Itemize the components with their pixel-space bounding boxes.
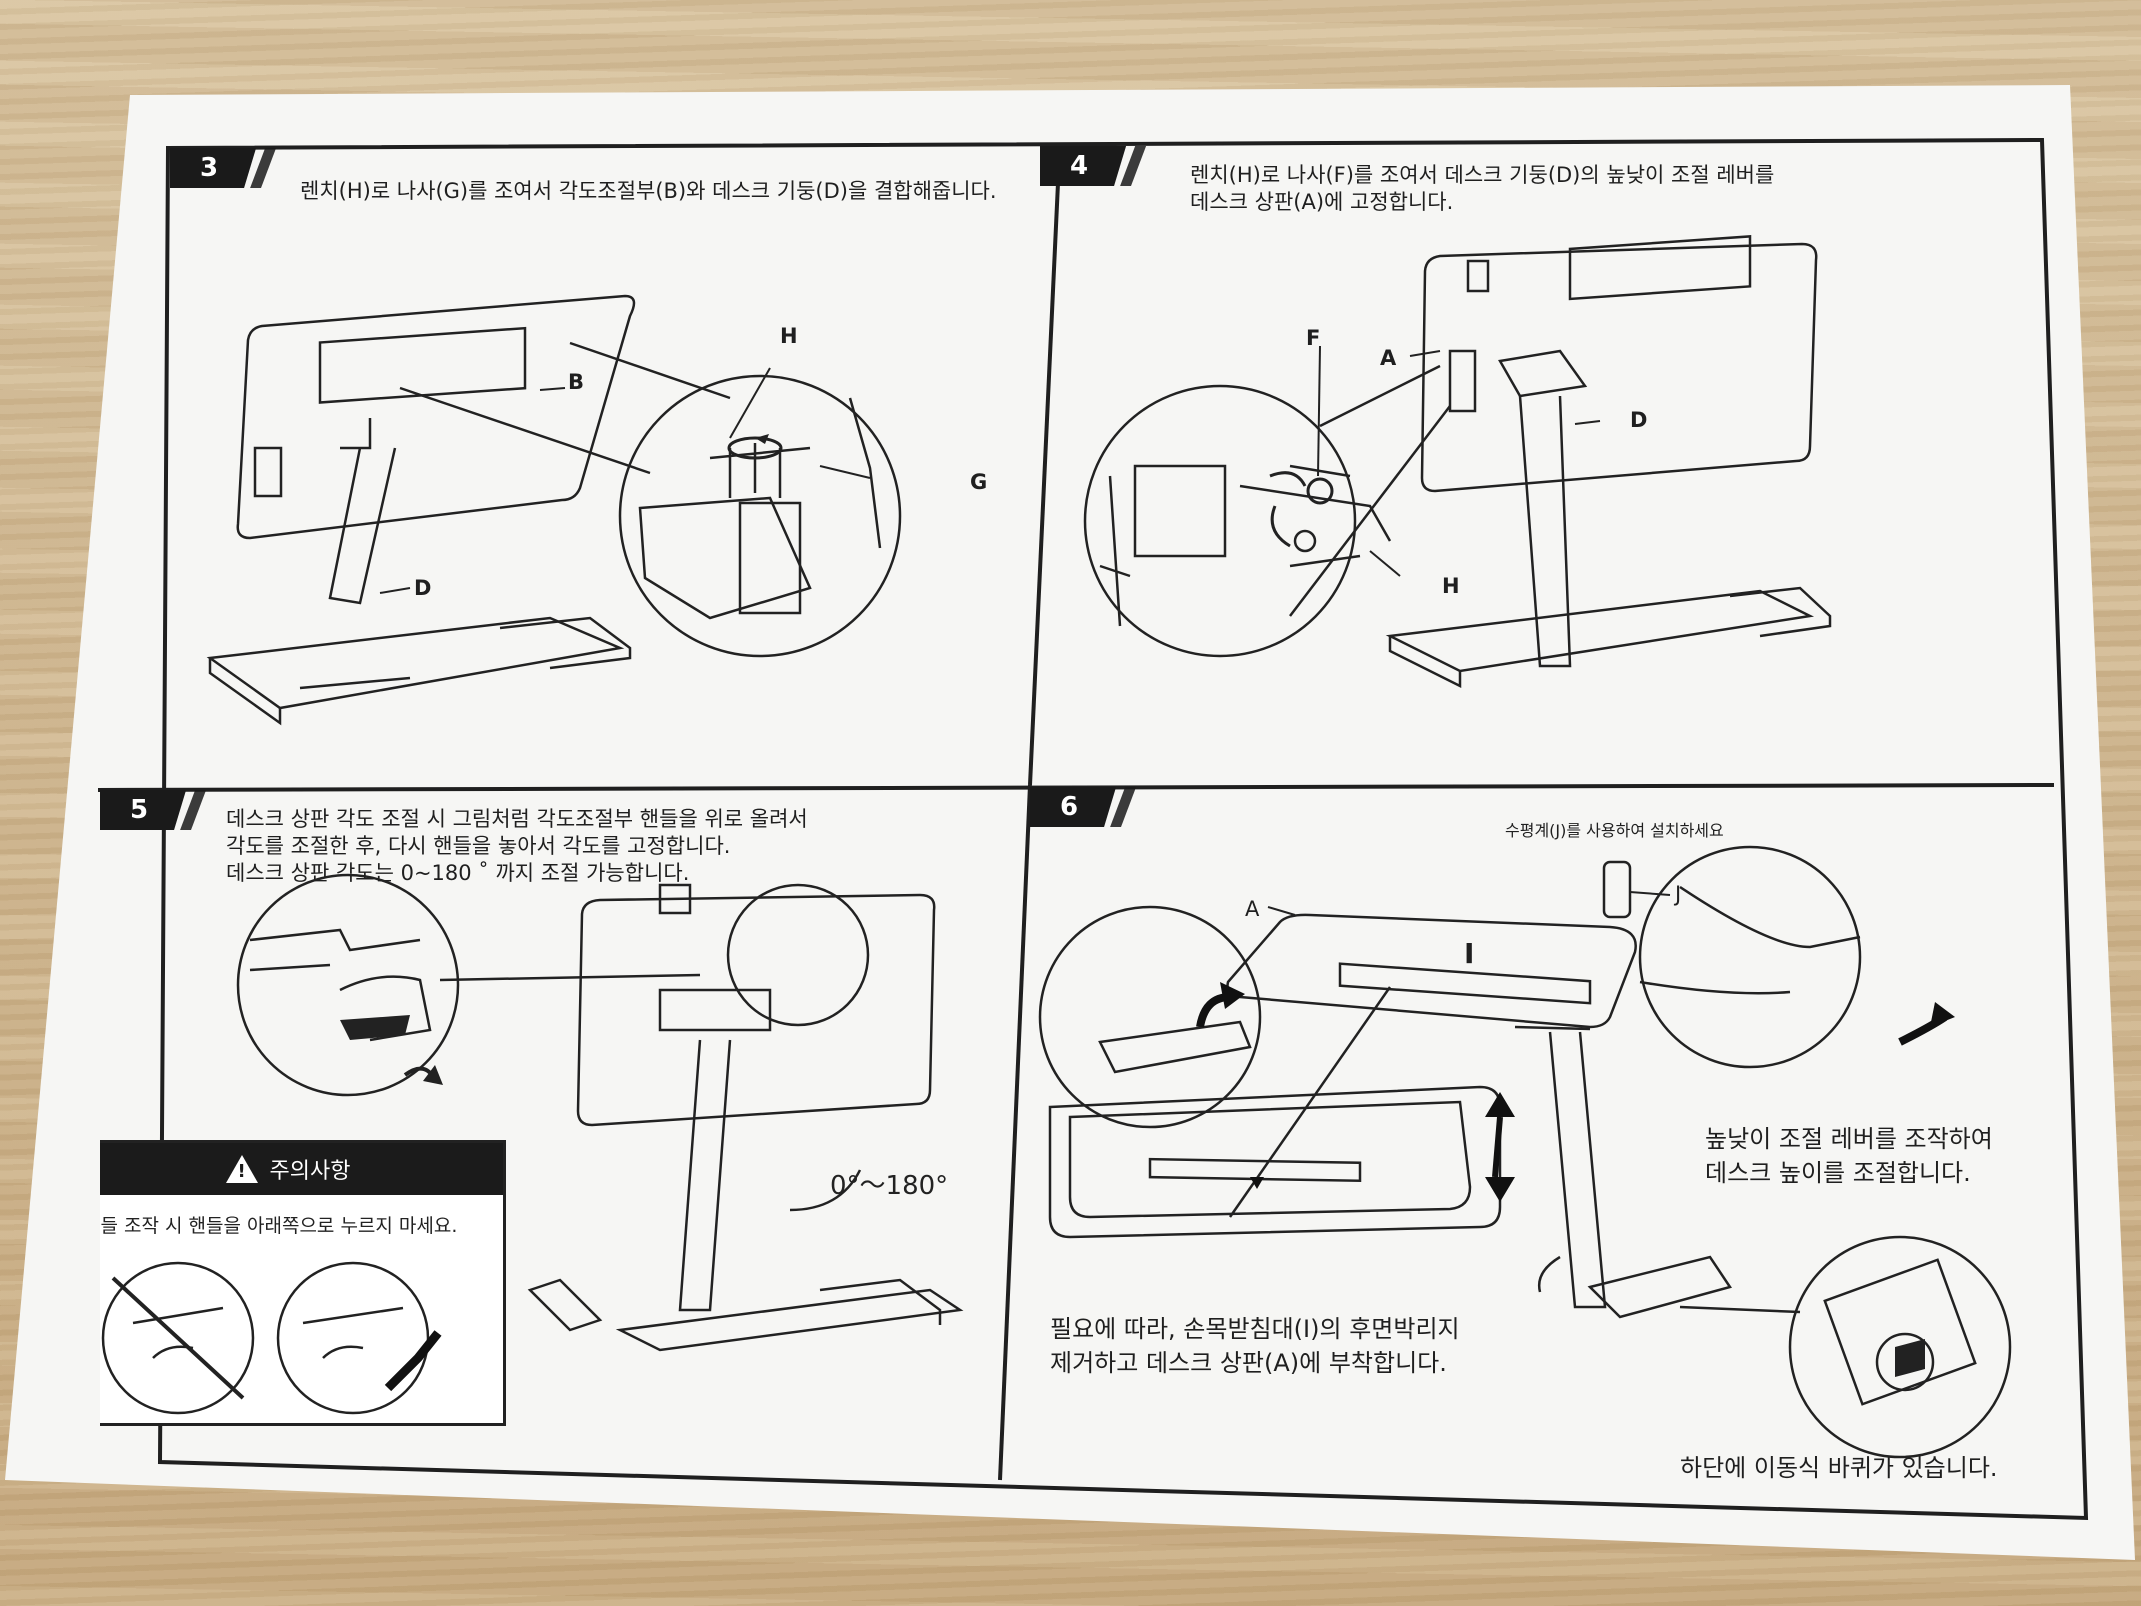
step-5-instruction: 데스크 상판 각도 조절 시 그림처럼 각도조절부 핸들을 위로 올려서 각도를… (226, 807, 808, 885)
step-6-wrist-text: 필요에 따라, 손목받침대(I)의 후면박리지 제거하고 데스크 상판(A)에 … (1050, 1315, 1460, 1377)
step-4-tab: 4 (1040, 146, 1147, 186)
warning-icon: ! (225, 1155, 258, 1183)
step-5-angle-label: 0°～180° (830, 1171, 949, 1201)
step-4-panel: 4 렌치(H)로 나사(F)를 조여서 데스크 기둥(D)의 높낮이 조절 레버… (1040, 146, 2045, 781)
step-5-number: 5 (100, 790, 187, 830)
step-4-label-d: D (1630, 408, 1648, 432)
step-3-tab: 3 (170, 148, 277, 188)
step-6-level-text: 수평계(J)를 사용하여 설치하세요 (1505, 821, 1724, 840)
step-5-tab: 5 (100, 790, 207, 830)
step-4-label-f: F (1306, 326, 1321, 350)
step-6-label-a: A (1245, 897, 1260, 921)
step-6-wheel-text: 하단에 이동식 바퀴가 있습니다. (1680, 1454, 1998, 1482)
step-3-label-b: B (568, 370, 585, 394)
step-6-label-i: I (1464, 937, 1475, 970)
step-3-label-h: H (780, 324, 798, 348)
step-3-instruction: 렌치(H)로 나사(G)를 조여서 각도조절부(B)와 데스크 기둥(D)을 결… (300, 179, 997, 203)
step-4-number: 4 (1040, 146, 1127, 186)
caution-illustrations (101, 1261, 442, 1415)
step-3-number: 3 (170, 148, 257, 188)
step-3-illustration (206, 294, 902, 726)
step-6-panel: 6 수평계(J)를 사용하여 설치하세요 높낮이 조절 레버를 조작하여 데스크… (1030, 787, 2065, 1487)
step-6-label-j: J (1675, 882, 1682, 906)
step-6-illustration (1038, 845, 2012, 1459)
step-3-panel: 3 렌치(H)로 나사(G)를 조여서 각도조절부(B)와 데스크 기둥(D)을… (170, 148, 1040, 783)
caution-box: ! 주의사항 핸들 조작 시 핸들을 아래쪽으로 누르지 마세요. (100, 1140, 506, 1426)
caution-title: 주의사항 (269, 1159, 351, 1184)
step-3-label-d: D (414, 576, 432, 600)
step-6-number: 6 (1030, 787, 1117, 827)
step-6-height-text: 높낮이 조절 레버를 조작하여 데스크 높이를 조절합니다. (1705, 1125, 1993, 1187)
caution-text: 핸들 조작 시 핸들을 아래쪽으로 누르지 마세요. (100, 1215, 458, 1237)
step-3-label-g: G (970, 470, 988, 494)
step-6-tab: 6 (1030, 787, 1137, 827)
step-4-label-h: H (1442, 574, 1460, 598)
step-4-illustration (1083, 235, 1832, 689)
step-4-label-a: A (1380, 346, 1397, 370)
caution-header: ! 주의사항 (100, 1143, 503, 1195)
step-5-illustration (236, 873, 964, 1352)
step-5-panel: 5 데스크 상판 각도 조절 시 그림처럼 각도조절부 핸들을 위로 올려서 각… (100, 790, 1025, 1470)
step-4-instruction: 렌치(H)로 나사(F)를 조여서 데스크 기둥(D)의 높낮이 조절 레버를 … (1190, 163, 1775, 214)
